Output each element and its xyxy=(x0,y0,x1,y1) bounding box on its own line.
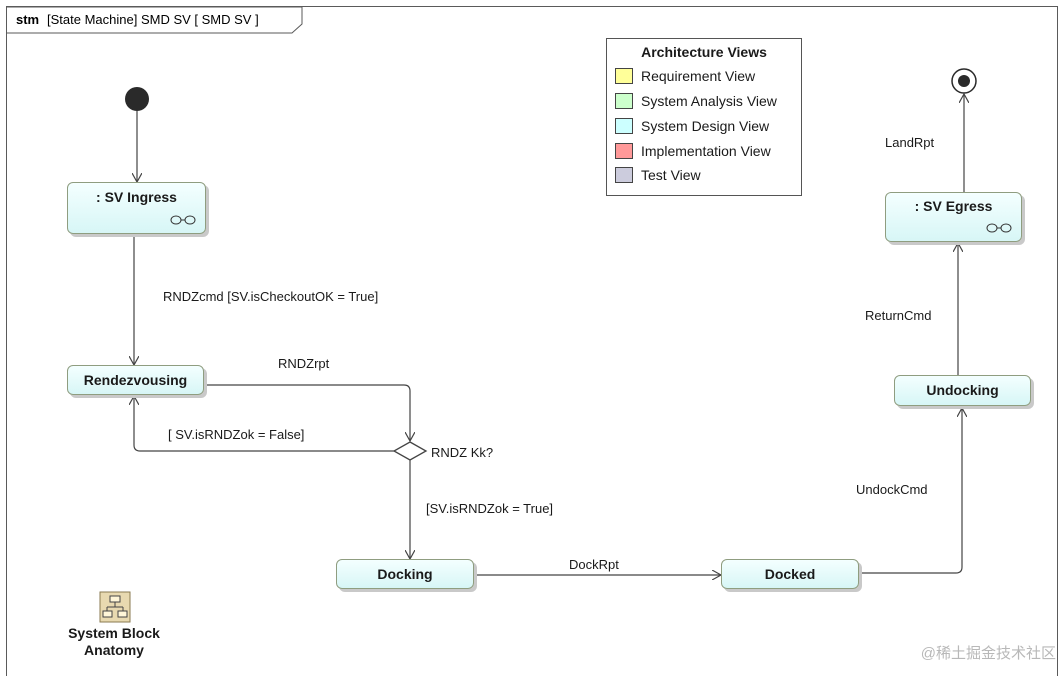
initial-node[interactable] xyxy=(125,87,149,111)
state-docked[interactable]: Docked xyxy=(721,559,859,589)
label-rndzcmd: RNDZcmd [SV.isCheckoutOK = True] xyxy=(163,289,379,304)
legend-item: Test View xyxy=(615,166,701,184)
transition-choice-rendezvousing[interactable] xyxy=(134,396,394,452)
legend-item: Implementation View xyxy=(615,142,771,160)
final-node-core xyxy=(958,75,970,87)
label-rndz-false: [ SV.isRNDZok = False] xyxy=(168,427,305,442)
label-undockcmd: UndockCmd xyxy=(856,482,928,497)
watermark: @稀土掘金技术社区 xyxy=(920,645,1056,662)
frame-kind: stm xyxy=(16,12,39,27)
legend: Architecture Views Requirement View Syst… xyxy=(606,38,802,196)
state-sv-egress[interactable]: : SV Egress xyxy=(885,192,1022,242)
block-diagram-icon[interactable] xyxy=(99,591,131,623)
choice-label: RNDZ Kk? xyxy=(431,445,494,460)
state-sv-ingress[interactable]: : SV Ingress xyxy=(67,182,206,234)
state-sv-ingress-label: : SV Ingress xyxy=(96,189,177,205)
transition-docked-undocking[interactable] xyxy=(859,408,962,574)
legend-item-label: System Design View xyxy=(641,118,770,134)
legend-swatch xyxy=(615,93,633,109)
label-rndzrpt: RNDZrpt xyxy=(278,356,330,371)
choice-node[interactable] xyxy=(392,441,428,461)
legend-item: System Design View xyxy=(615,117,769,135)
legend-item-label: Implementation View xyxy=(641,143,771,159)
legend-item-label: System Analysis View xyxy=(641,93,777,109)
legend-swatch xyxy=(615,118,633,134)
submachine-icon xyxy=(170,215,196,225)
block-label-line2: Anatomy xyxy=(84,642,144,658)
label-dockrpt: DockRpt xyxy=(569,557,619,572)
state-rendezvousing[interactable]: Rendezvousing xyxy=(67,365,204,395)
state-undocking-label: Undocking xyxy=(926,382,999,398)
submachine-icon xyxy=(986,223,1012,233)
state-docking-label: Docking xyxy=(377,566,433,582)
legend-title: Architecture Views xyxy=(641,44,767,60)
state-sv-egress-label: : SV Egress xyxy=(914,198,993,214)
state-undocking[interactable]: Undocking xyxy=(894,375,1031,406)
diagram-frame xyxy=(6,6,1058,676)
legend-swatch xyxy=(615,143,633,159)
legend-item: System Analysis View xyxy=(615,92,777,110)
transition-rendezvousing-choice[interactable] xyxy=(204,384,410,441)
legend-item-label: Test View xyxy=(641,167,701,183)
legend-item-label: Requirement View xyxy=(641,68,756,84)
label-rndz-true: [SV.isRNDZok = True] xyxy=(426,501,554,516)
state-docking[interactable]: Docking xyxy=(336,559,474,589)
state-rendezvousing-label: Rendezvousing xyxy=(83,372,188,388)
label-landrpt: LandRpt xyxy=(885,135,935,150)
state-docked-label: Docked xyxy=(764,566,816,582)
legend-item: Requirement View xyxy=(615,67,755,85)
frame-title: [State Machine] SMD SV [ SMD SV ] xyxy=(47,12,259,27)
label-returncmd: ReturnCmd xyxy=(865,308,932,323)
legend-swatch xyxy=(615,68,633,84)
frame-tab xyxy=(7,6,303,34)
block-diagram-link[interactable]: System Block Anatomy xyxy=(54,625,174,659)
legend-swatch xyxy=(615,167,633,183)
block-label-line1: System Block xyxy=(68,625,160,641)
